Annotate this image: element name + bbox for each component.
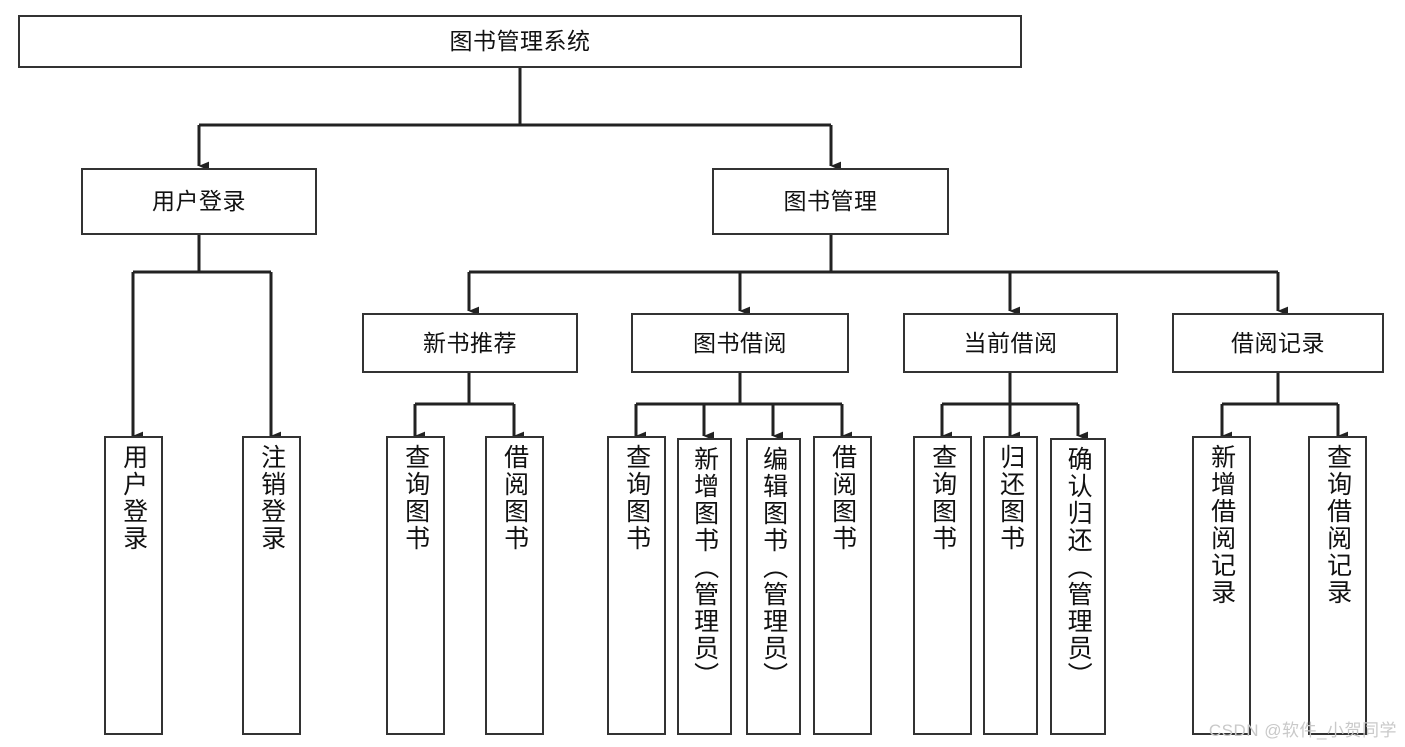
node-leaf-add-book[interactable]: 新增图书（管理员） (677, 438, 732, 735)
node-borrow-record[interactable]: 借阅记录 (1172, 313, 1384, 373)
node-leaf-query-book-2[interactable]: 查询图书 (607, 436, 666, 735)
node-book-management[interactable]: 图书管理 (712, 168, 949, 235)
node-leaf-user-login[interactable]: 用户登录 (104, 436, 163, 735)
node-leaf-query-book-1[interactable]: 查询图书 (386, 436, 445, 735)
node-leaf-confirm-return[interactable]: 确认归还（管理员） (1050, 438, 1106, 735)
node-user-login[interactable]: 用户登录 (81, 168, 317, 235)
node-leaf-add-record-label: 新增借阅记录 (1207, 444, 1236, 606)
node-leaf-borrow-book-2[interactable]: 借阅图书 (813, 436, 872, 735)
node-book-management-label: 图书管理 (783, 188, 878, 215)
node-leaf-query-record[interactable]: 查询借阅记录 (1308, 436, 1367, 735)
node-leaf-add-book-label: 新增图书（管理员） (690, 446, 719, 689)
node-leaf-query-book-2-label: 查询图书 (622, 444, 651, 552)
node-leaf-borrow-book-2-label: 借阅图书 (828, 444, 857, 552)
node-leaf-return-book-label: 归还图书 (996, 444, 1025, 552)
node-leaf-borrow-book-1-label: 借阅图书 (500, 444, 529, 552)
node-root-label: 图书管理系统 (449, 28, 591, 55)
node-borrow-record-label: 借阅记录 (1231, 329, 1325, 356)
node-leaf-query-book-3-label: 查询图书 (928, 444, 957, 552)
node-leaf-query-record-label: 查询借阅记录 (1323, 444, 1352, 606)
node-leaf-logout-login-label: 注销登录 (257, 444, 286, 552)
node-leaf-edit-book-label: 编辑图书（管理员） (759, 446, 788, 689)
node-leaf-add-record[interactable]: 新增借阅记录 (1192, 436, 1251, 735)
node-leaf-logout-login[interactable]: 注销登录 (242, 436, 301, 735)
node-leaf-borrow-book-1[interactable]: 借阅图书 (485, 436, 544, 735)
node-book-borrow-label: 图书借阅 (693, 329, 787, 356)
node-book-borrow[interactable]: 图书借阅 (631, 313, 849, 373)
node-current-borrow-label: 当前借阅 (963, 329, 1058, 356)
node-user-login-label: 用户登录 (152, 188, 246, 215)
node-new-book-recommend[interactable]: 新书推荐 (362, 313, 578, 373)
node-leaf-query-book-3[interactable]: 查询图书 (913, 436, 972, 735)
node-leaf-confirm-return-label: 确认归还（管理员） (1064, 446, 1093, 689)
csdn-watermark: CSDN @软件_小贺同学 (1208, 721, 1397, 740)
node-new-book-recommend-label: 新书推荐 (423, 329, 517, 356)
node-root[interactable]: 图书管理系统 (18, 15, 1022, 68)
node-current-borrow[interactable]: 当前借阅 (903, 313, 1118, 373)
node-leaf-edit-book[interactable]: 编辑图书（管理员） (746, 438, 801, 735)
node-leaf-return-book[interactable]: 归还图书 (983, 436, 1038, 735)
node-leaf-user-login-label: 用户登录 (119, 444, 148, 552)
node-leaf-query-book-1-label: 查询图书 (401, 444, 430, 552)
